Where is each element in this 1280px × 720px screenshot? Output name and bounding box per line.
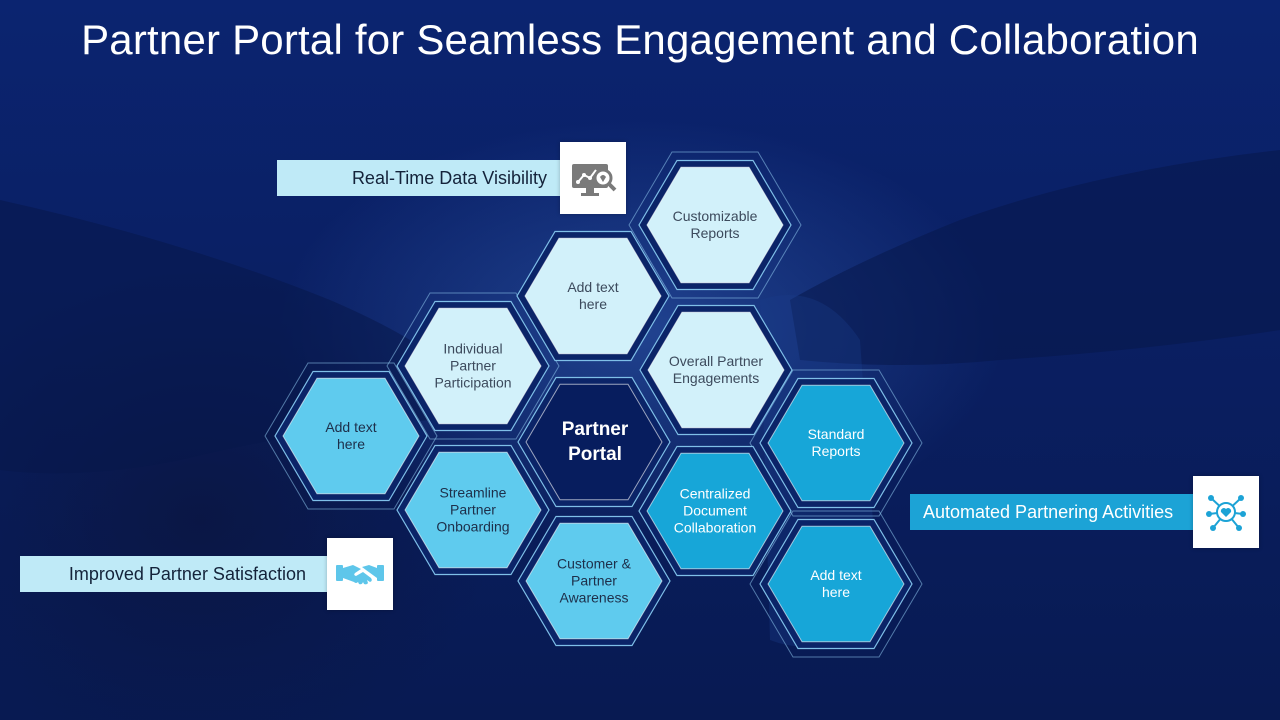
hex-center (525, 383, 663, 501)
hex-label-add-text-top: Add text here (567, 279, 619, 312)
hex-add-text-top (524, 237, 662, 355)
hex-add-text-left (282, 377, 420, 495)
callout-satisfaction-icon-box (327, 538, 393, 610)
hex-label-add-text-left: Add text here (325, 419, 377, 452)
hex-individual-participation (404, 307, 542, 425)
hex-outline (264, 362, 438, 510)
callout-realtime-visibility: Real-Time Data Visibility (277, 160, 561, 196)
hex-label-overall-engagements: Overall Partner Engagements (668, 353, 764, 386)
hex-outline (749, 510, 923, 658)
callout-automated-activities: Automated Partnering Activities (910, 494, 1194, 530)
callout-automated-label: Automated Partnering Activities (923, 502, 1174, 522)
hex-label-individual-participation: Individual Partner Participation (434, 340, 512, 391)
hex-label-centralized-collaboration: Centralized Document Collaboration (673, 485, 757, 536)
hex-label-streamline-onboarding: Streamline Partner Onboarding (436, 484, 510, 535)
network-heart-icon (1206, 495, 1246, 531)
monitor-analytics-icon (572, 164, 617, 196)
hex-label-customer-awareness: Customer & Partner Awareness (557, 555, 631, 606)
callout-partner-satisfaction: Improved Partner Satisfaction (20, 556, 328, 592)
hex-overall-engagements (647, 311, 785, 429)
hex-label-add-text-right: Add text here (810, 567, 862, 600)
hex-outline (386, 292, 560, 440)
page-title: Partner Portal for Seamless Engagement a… (81, 16, 1199, 63)
hex-center-label: Partner Portal (561, 419, 629, 465)
hex-label-standard-reports: Standard Reports (807, 426, 865, 459)
hex-outline (749, 369, 923, 517)
callout-satisfaction-label: Improved Partner Satisfaction (68, 564, 306, 584)
callout-automated-icon-box (1193, 476, 1259, 548)
hex-streamline-onboarding (404, 451, 542, 569)
hex-add-text-right (767, 525, 905, 643)
hex-standard-reports (767, 384, 905, 502)
callout-realtime-icon-box (560, 142, 626, 214)
handshake-icon (336, 565, 384, 585)
hex-outline (628, 151, 802, 299)
hex-customizable-reports (646, 166, 784, 284)
hex-centralized-collaboration (646, 452, 784, 570)
hex-label-customizable-reports: Customizable Reports (672, 208, 758, 241)
callout-realtime-label: Real-Time Data Visibility (351, 168, 547, 188)
hex-customer-awareness (525, 522, 663, 640)
